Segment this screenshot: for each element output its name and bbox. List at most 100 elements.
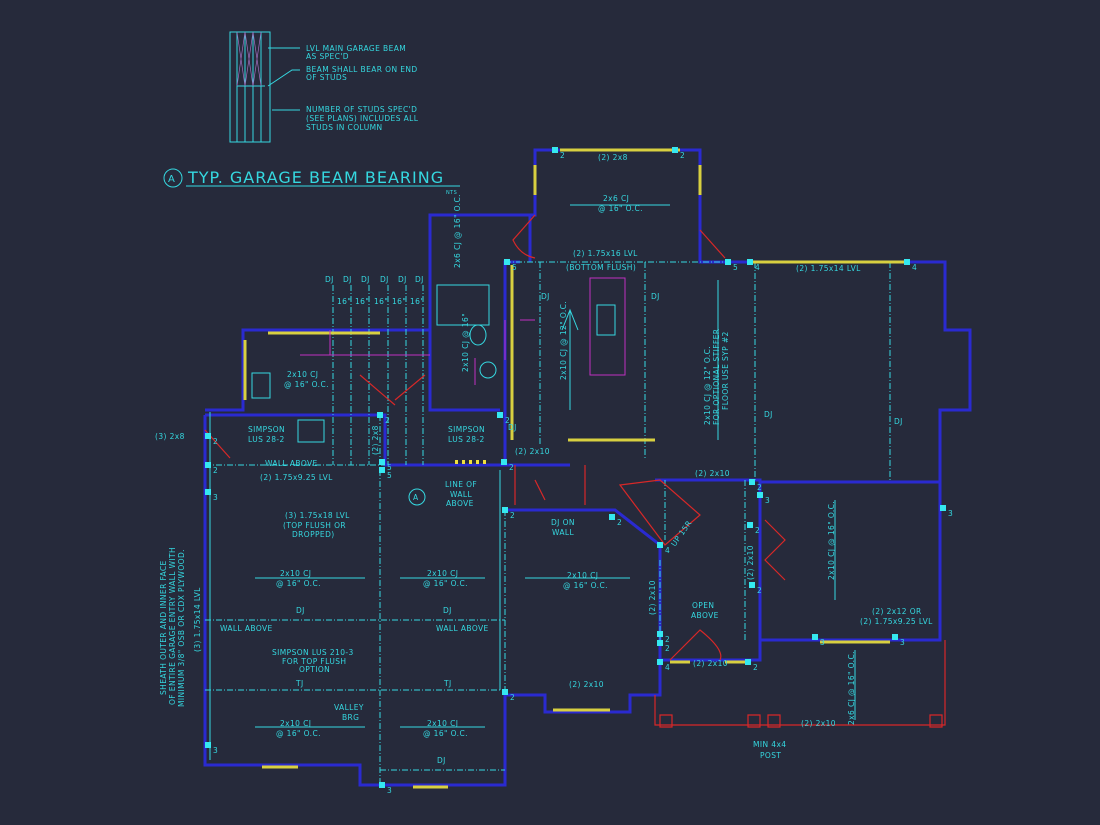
post-number: 4 [665, 663, 670, 672]
post-marker [657, 631, 663, 637]
joist-label: 2x10 CJ @ 12" O.C. [703, 346, 712, 425]
hanger-label: SIMPSON [448, 425, 485, 434]
post-marker [205, 742, 211, 748]
detail-title: TYP. GARAGE BEAM BEARING [187, 168, 444, 187]
header-label: (2) 2x8 [371, 425, 380, 455]
post-marker [757, 492, 763, 498]
note-label: BRG [342, 713, 359, 722]
post-marker [657, 659, 663, 665]
post-number: 2 [757, 586, 762, 595]
beam-label: (3) 1.75x18 LVL [285, 511, 350, 520]
post-number: 2 [680, 151, 685, 160]
post-number: 3 [900, 638, 905, 647]
joist-label: 2x10 CJ [427, 569, 458, 578]
spacing-label: 16" [410, 297, 424, 306]
beam-label: (2) 1.75x16 LVL [573, 249, 638, 258]
beam-label: (3) 1.75x14 LVL [193, 587, 202, 652]
dj-label: DJ [415, 275, 424, 284]
post-marker [812, 634, 818, 640]
post-number: 5 [512, 263, 517, 272]
spacing-label: 16" [355, 297, 369, 306]
sheathing-note: SHEATH OUTER AND INNER FACE [159, 560, 168, 695]
dj-label: DJ [764, 410, 773, 419]
note-label: ABOVE [691, 611, 719, 620]
dj-label: DJ [343, 275, 352, 284]
post-marker [747, 522, 753, 528]
post-number: 2 [213, 437, 218, 446]
header-label: (2) 2x10 [801, 719, 836, 728]
dj-label: DJ [443, 606, 452, 615]
dj-label: DJ [296, 606, 305, 615]
joist-label: 2x10 CJ [280, 569, 311, 578]
post-marker [205, 489, 211, 495]
note-label: LINE OF [445, 480, 477, 489]
hanger-label: SIMPSON [248, 425, 285, 434]
post-marker [904, 259, 910, 265]
post-number: 2 [509, 463, 514, 472]
header-label: (2) 2x10 [746, 545, 755, 580]
doors-and-stairs [204, 214, 946, 728]
post-marker [940, 505, 946, 511]
post-number: 3 [765, 496, 770, 505]
joist-label: 2x10 CJ @ 16" [461, 313, 470, 372]
post-marker [657, 640, 663, 646]
post-marker [502, 507, 508, 513]
dj-label: DJ [651, 292, 660, 301]
post-marker [725, 259, 731, 265]
post-marker [609, 514, 615, 520]
post-number: 3 [948, 509, 953, 518]
spacing-label: 16" [337, 297, 351, 306]
spacing-label: 16" [392, 297, 406, 306]
post-number: 3 [213, 493, 218, 502]
joist-label: 2x6 CJ @ 16" O.C. [847, 651, 856, 725]
callout-text: BEAM SHALL BEAR ON END [306, 65, 418, 74]
post-marker [504, 259, 510, 265]
header-label: (2) 2x10 [693, 659, 728, 668]
post-number: 2 [757, 483, 762, 492]
post-marker [502, 689, 508, 695]
joist-label: @ 16" O.C. [563, 581, 608, 590]
header-label: (2) 2x10 [569, 680, 604, 689]
post-marker [745, 659, 751, 665]
header-label: (2) 2x10 [648, 580, 657, 615]
wall-above-label: WALL ABOVE [265, 459, 318, 468]
stair-label: UP 15R [669, 519, 693, 548]
post-number: 5 [387, 463, 392, 472]
hanger-label: OPTION [299, 665, 330, 674]
note-label: DJ ON [551, 518, 575, 527]
post-number: 2 [755, 526, 760, 535]
dj-label: DJ [894, 417, 903, 426]
plan-labels: (2) 2x8 2x6 CJ @ 16" O.C. (2) 1.75x16 LV… [155, 153, 933, 765]
header-label: (2) 2x10 [695, 469, 730, 478]
joist-label: FLOOR USE SYP #2 [721, 331, 730, 410]
header-label: (2) 1.75x9.25 LVL [860, 617, 933, 626]
joist-label: FOR OPTIONAL STIFFER [712, 329, 721, 425]
post-marker [205, 433, 211, 439]
beam-label: (BOTTOM FLUSH) [566, 263, 636, 272]
note-label: ABOVE [446, 499, 474, 508]
header-label: (2) 2x8 [598, 153, 628, 162]
callout-text: LVL MAIN GARAGE BEAM [306, 44, 406, 53]
post-number: 4 [912, 263, 917, 272]
sheathing-note: OF ENTIRE GARAGE ENTRY WALL WITH [168, 547, 177, 705]
joist-label: 2x10 CJ [287, 370, 318, 379]
post-number: 5 [387, 471, 392, 480]
dj-label: DJ [380, 275, 389, 284]
post-marker [657, 542, 663, 548]
callout-text: STUDS IN COLUMN [306, 123, 382, 132]
dj-label: DJ [541, 292, 550, 301]
post-marker [672, 147, 678, 153]
note-label: WALL [450, 490, 473, 499]
spacing-label: 16" [374, 297, 388, 306]
header-label: (2) 2x12 OR [872, 607, 922, 616]
hanger-label: LUS 28-2 [448, 435, 485, 444]
post-note: MIN 4x4 [753, 740, 786, 749]
joist-label: 2x10 CJ @ 16" O.C. [827, 501, 836, 580]
joist-label: 2x10 CJ [280, 719, 311, 728]
dj-label: DJ [398, 275, 407, 284]
post-number: 3 [213, 746, 218, 755]
header-label: (2) 2x10 [515, 447, 550, 456]
joist-label: 2x10 CJ @ 12" O.C. [559, 301, 568, 380]
